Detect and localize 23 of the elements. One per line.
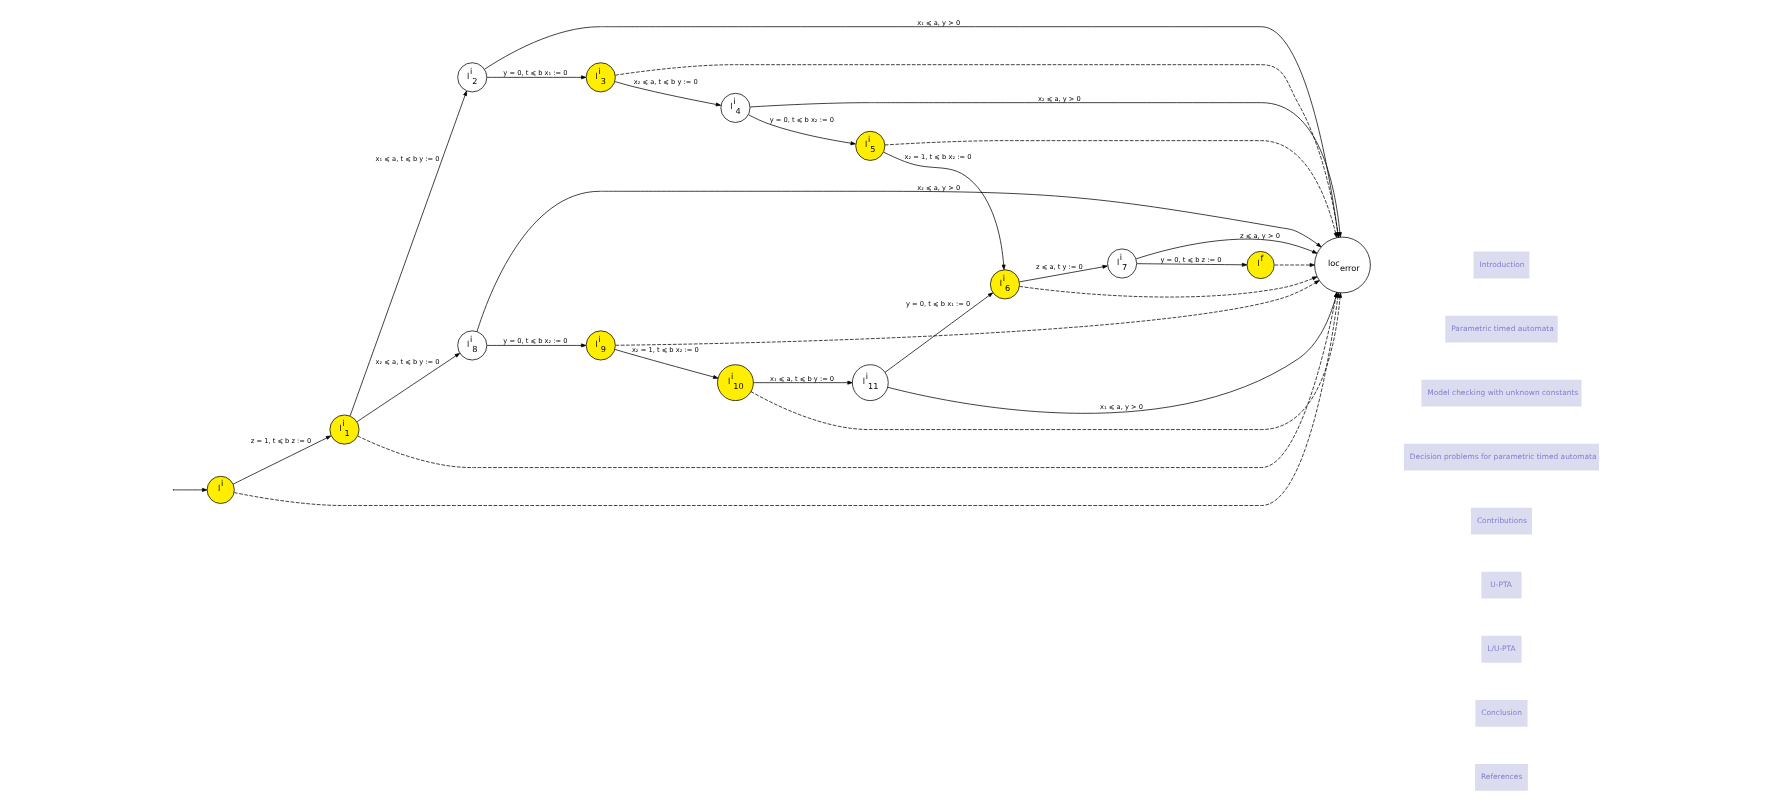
arrow	[1019, 276, 1318, 298]
arrow	[614, 81, 721, 107]
arrow	[349, 90, 467, 417]
arrow	[749, 102, 1342, 238]
arrow	[1136, 262, 1248, 267]
arrow	[484, 26, 1340, 238]
arrow	[173, 487, 208, 492]
arrow	[486, 343, 587, 348]
arrow	[232, 435, 332, 485]
arrow	[614, 349, 719, 379]
arrow	[1019, 264, 1108, 283]
arrow	[615, 280, 1320, 346]
arrow	[753, 380, 853, 385]
arrow	[748, 114, 856, 146]
arrow	[884, 292, 994, 373]
arrow	[476, 190, 1322, 332]
arrow	[1274, 263, 1315, 267]
arrow	[1135, 238, 1318, 260]
arrow	[356, 353, 460, 423]
arrow	[884, 140, 1338, 238]
arrow	[615, 64, 1340, 238]
arrow	[883, 151, 1006, 270]
arrow	[486, 75, 587, 80]
